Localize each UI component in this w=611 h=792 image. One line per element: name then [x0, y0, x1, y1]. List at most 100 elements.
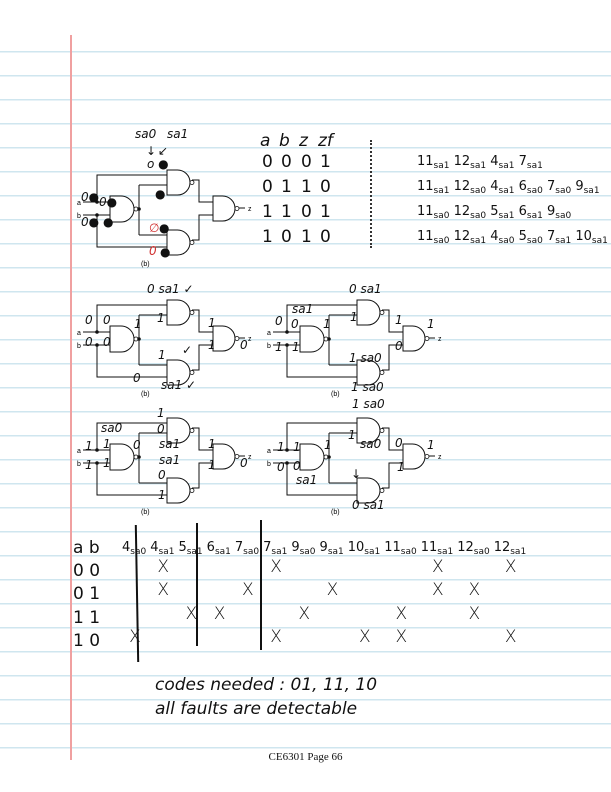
fault-type: sa0	[473, 547, 490, 557]
fault-type: sa1	[327, 547, 344, 557]
output-z-label: z	[438, 454, 442, 461]
annotation: sa1	[159, 437, 181, 451]
fault-node: 9	[575, 179, 584, 194]
detect-mark: X	[326, 580, 339, 600]
annotation: 0	[277, 460, 285, 474]
input-a-label: a	[77, 200, 81, 207]
fault-type: sa1	[526, 211, 543, 221]
fault-table-input: 1 1	[73, 608, 101, 628]
annotation: 1	[427, 317, 435, 331]
truth-table-cell: 1	[301, 227, 312, 247]
annotation: 0 sa1	[349, 282, 382, 296]
fault-node: 9	[319, 540, 328, 555]
fault-dot: ●	[160, 245, 171, 259]
nand-gate-bottom-bubble	[189, 370, 195, 375]
truth-table-cell: 0	[301, 202, 312, 222]
junction-dot	[137, 207, 141, 211]
fault-node: 11	[417, 204, 434, 219]
fault-type: sa0	[400, 547, 417, 557]
junction-dot	[327, 337, 331, 341]
detect-mark: X	[185, 604, 198, 624]
detect-mark: X	[431, 580, 444, 600]
nand-gate-1	[109, 195, 135, 223]
nand-gate-bottom-bubble	[379, 488, 385, 493]
fault-node: 5	[490, 204, 499, 219]
wire	[192, 179, 213, 203]
nand-gate-top-bubble	[189, 428, 195, 433]
input-a-label: a	[77, 330, 81, 337]
annotation: 0	[240, 456, 248, 470]
circuit-3: abz(b)	[267, 299, 442, 398]
fault-type: sa0	[130, 547, 147, 557]
nand-gate-top	[356, 299, 381, 326]
fault-type: sa0	[555, 186, 572, 196]
wire	[192, 344, 213, 371]
annotation: 0	[133, 438, 141, 452]
nand-gate-1	[299, 325, 325, 353]
nand-gate-bottom-bubble	[189, 240, 195, 245]
truth-table-header: a	[260, 131, 271, 151]
fault-node: 10	[575, 229, 592, 244]
wire	[96, 215, 167, 248]
fault-table-header: 9sa1	[320, 541, 344, 559]
fault-node: 4	[122, 540, 131, 555]
fault-type: sa0	[470, 186, 487, 196]
nand-gate-1	[109, 443, 135, 471]
fault-list: 11sa1 12sa0 4sa1 6sa0 7sa0 9sa1	[417, 179, 600, 197]
fault-dot: ●	[103, 215, 114, 229]
truth-table-cell: 0	[320, 227, 331, 247]
fault-node: 11	[417, 229, 434, 244]
detect-mark: X	[468, 604, 481, 624]
junction-dot	[95, 343, 99, 347]
fault-type: sa1	[583, 186, 600, 196]
circuit-1: abz(b)	[77, 169, 252, 268]
fault-type: sa0	[433, 236, 450, 246]
annotation: 1 sa0	[349, 351, 382, 365]
truth-table-cell: 0	[281, 227, 292, 247]
junction-dot	[327, 455, 331, 459]
junction-dot	[285, 448, 289, 452]
truth-table-cell: 0	[262, 177, 273, 197]
fault-type: sa0	[243, 547, 260, 557]
annotation: 1	[277, 440, 285, 454]
circuit-5: abz(b)	[267, 417, 442, 516]
fault-table-header: 12sa0	[457, 541, 489, 559]
truth-table-cell: 1	[262, 227, 273, 247]
wire	[192, 309, 213, 333]
detect-mark: X	[157, 580, 169, 600]
annotation: sa1	[159, 453, 181, 467]
wire	[382, 309, 403, 333]
dotted-divider	[370, 140, 372, 248]
fault-node: 7	[546, 179, 556, 194]
fault-dots: 0●	[81, 190, 100, 204]
nand-gate-output	[212, 195, 236, 222]
fault-type: sa1	[526, 161, 543, 171]
nand-gate-bottom-bubble	[379, 370, 385, 375]
annotation: 1	[85, 439, 93, 453]
nand-gate-output	[212, 325, 236, 352]
fault-dots: 0●	[99, 195, 118, 209]
fault-type: sa1	[498, 161, 515, 171]
fault-type: sa0	[470, 211, 487, 221]
wire	[286, 304, 357, 332]
figure-label: (b)	[331, 509, 340, 516]
nand-gate-1	[109, 325, 135, 353]
input-b-label: b	[267, 343, 271, 350]
nand-gate-bottom	[356, 477, 381, 504]
crossed-zero: ∅	[149, 221, 160, 235]
fault-table-header: 5sa1	[178, 541, 202, 559]
ruled-lines	[0, 40, 611, 752]
nand-gate-bottom	[166, 477, 191, 504]
annotation: 1	[292, 340, 300, 354]
fault-dot: ●	[159, 221, 170, 235]
fault-node: 12	[457, 540, 474, 555]
detect-mark: X	[213, 604, 226, 624]
detect-mark: X	[504, 557, 517, 577]
fault-node: 11	[384, 540, 401, 555]
annotation: 0 sa1	[352, 498, 385, 512]
fault-table-input: 1 0	[73, 631, 101, 651]
fault-type: sa1	[510, 547, 527, 557]
zero-red: 0	[149, 244, 157, 258]
truth-table-cell: 1	[262, 202, 273, 222]
